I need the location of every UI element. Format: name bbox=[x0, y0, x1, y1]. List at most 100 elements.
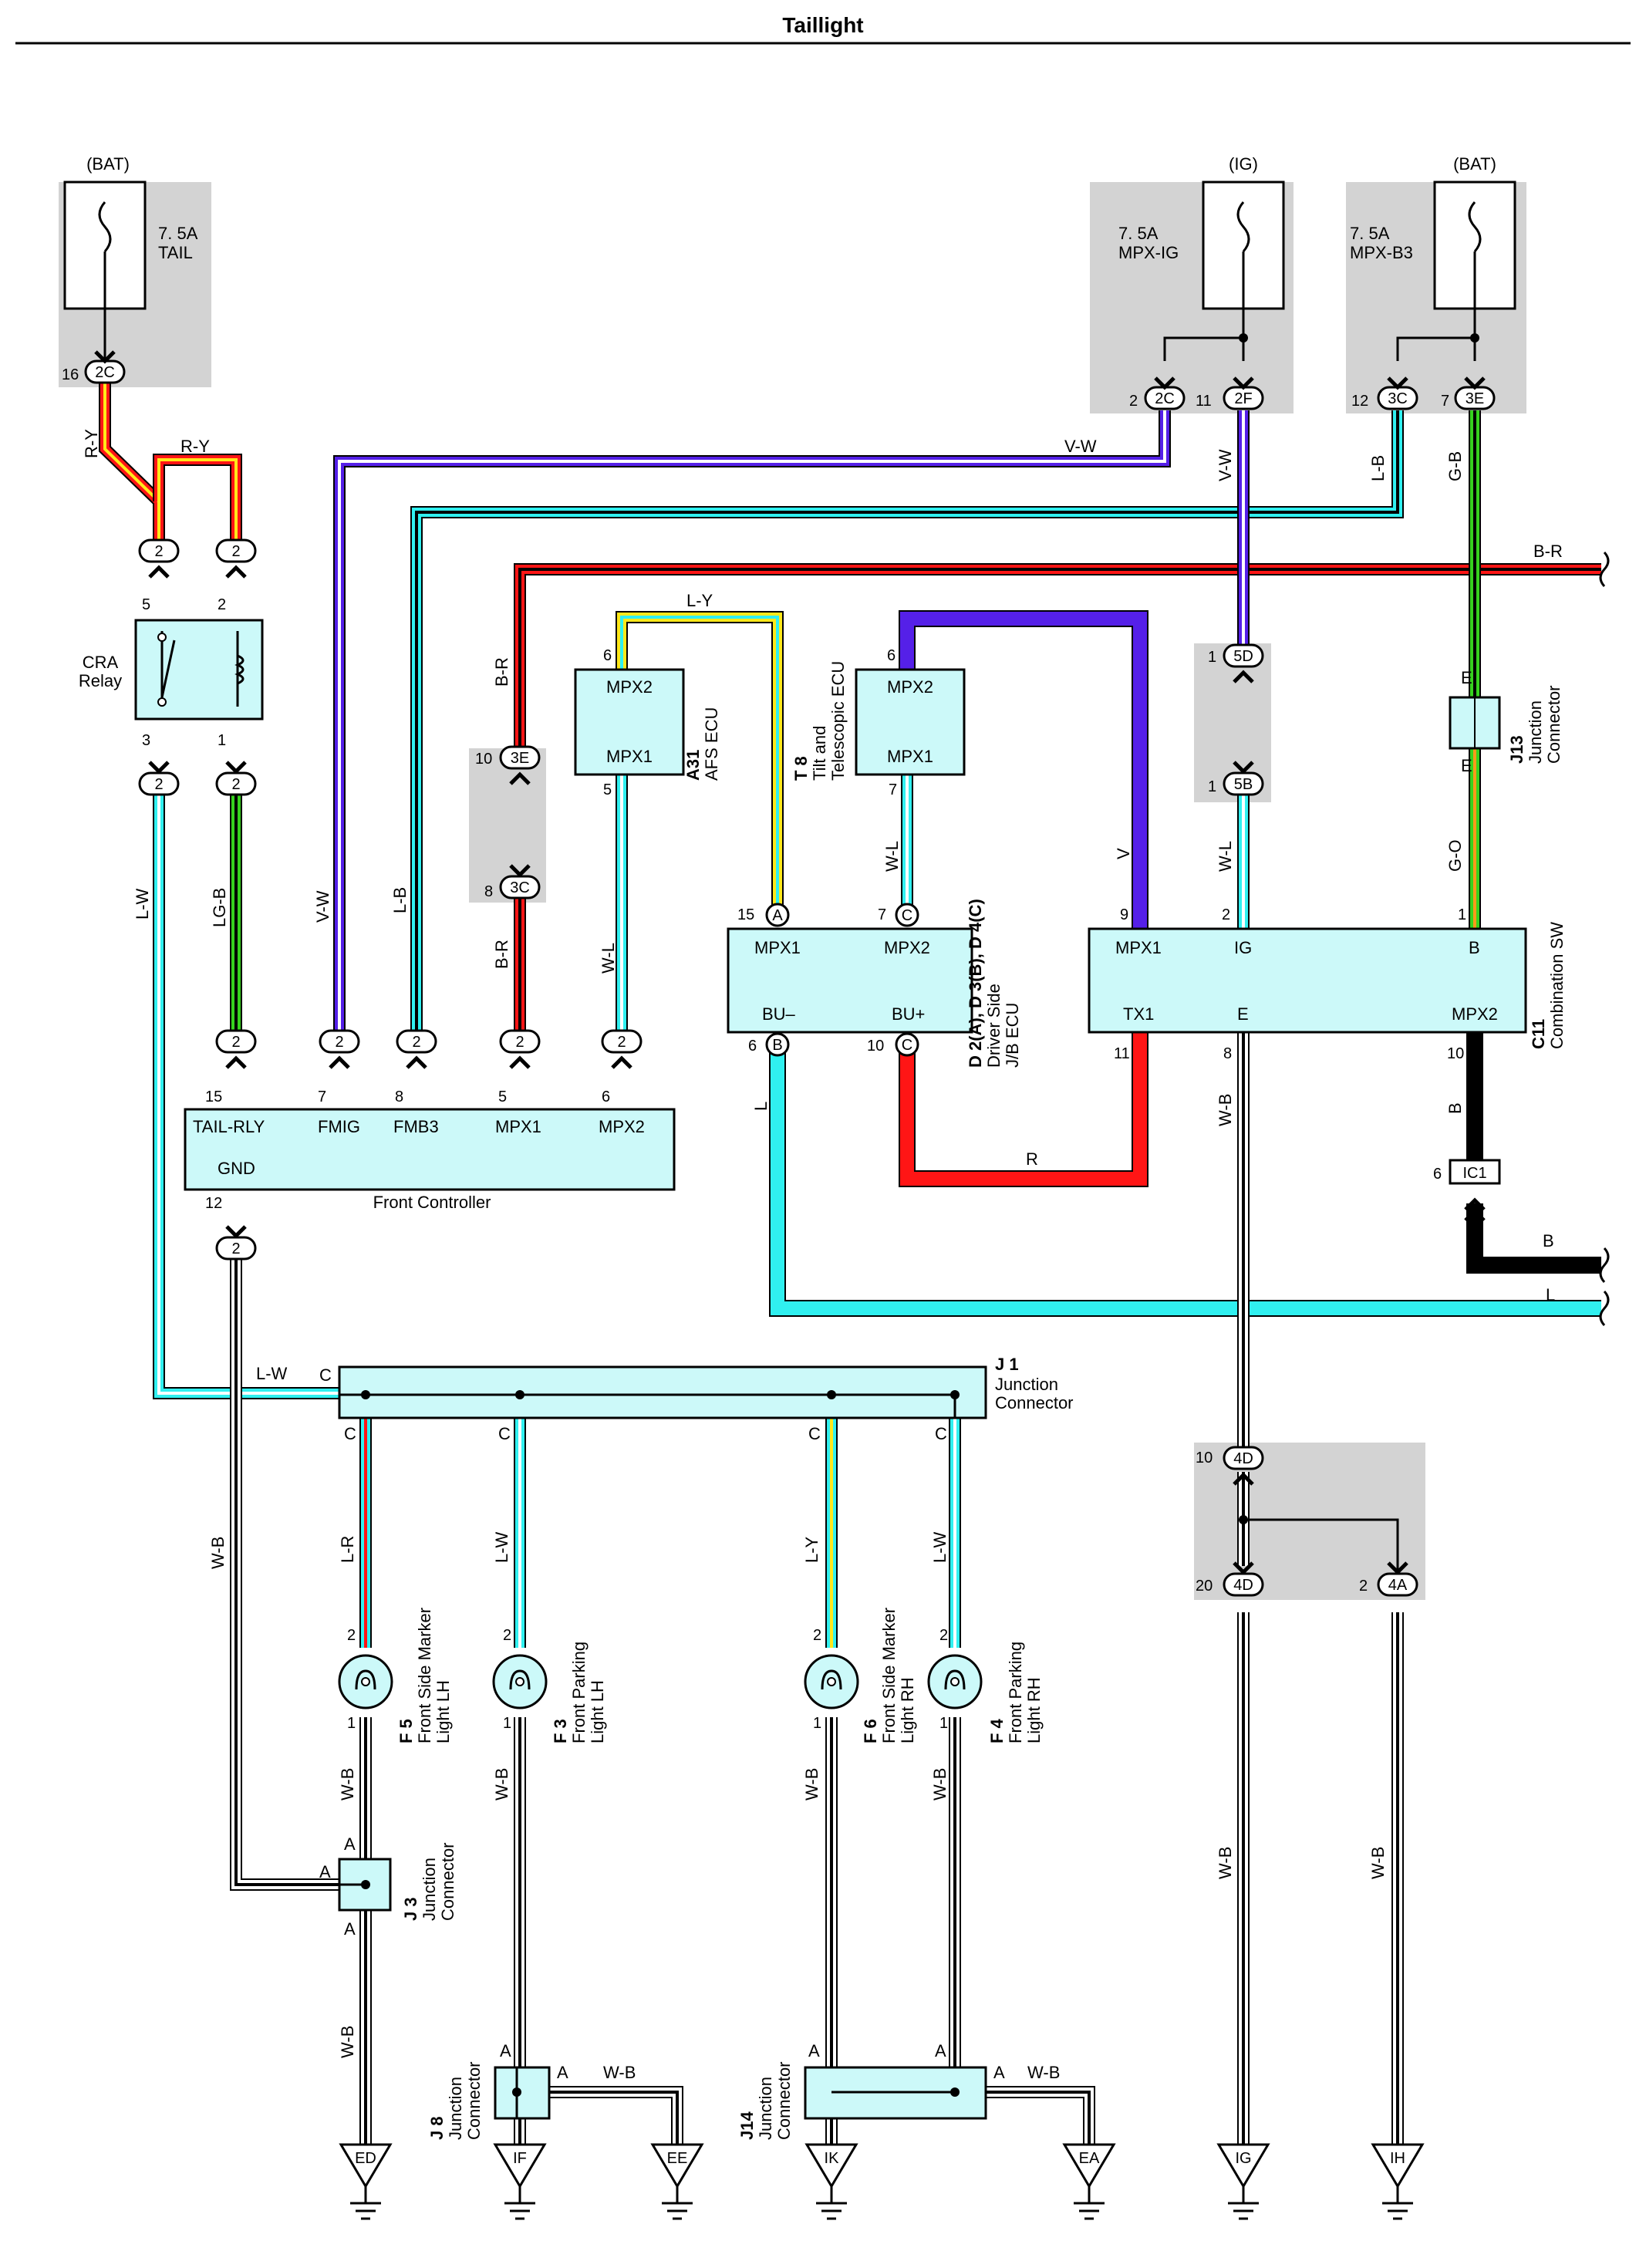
pin-number: 1 bbox=[1458, 906, 1466, 923]
connector-2-pill: 2 bbox=[215, 771, 257, 796]
fuse-tail: 7. 5A TAIL (BAT) bbox=[63, 154, 198, 310]
junction-dot bbox=[361, 1880, 370, 1889]
pin-number: 16 bbox=[62, 366, 79, 383]
arrow-up-icon bbox=[225, 565, 247, 579]
j3-pin-a-bot: A bbox=[344, 1919, 356, 1939]
wire-label-lb: L-B bbox=[390, 887, 410, 913]
wire-label-lw: L-W bbox=[256, 1364, 288, 1383]
connector-label: 5B bbox=[1234, 776, 1253, 793]
pin-number: 2 bbox=[939, 1627, 948, 1644]
connector-label: 2 bbox=[231, 543, 240, 560]
connector-2C-pill: 2C bbox=[1144, 386, 1186, 410]
pin-number: 1 bbox=[939, 1715, 948, 1732]
tilt-ecu-mpx2: MPX2 bbox=[887, 677, 933, 697]
wire-label-l: L bbox=[751, 1102, 771, 1111]
pin-number: 5 bbox=[142, 596, 150, 613]
f4-name1: Front Parking bbox=[1006, 1642, 1025, 1743]
j8-name2: Connector bbox=[464, 2061, 484, 2140]
pin-number: 7 bbox=[889, 781, 897, 798]
cra-relay: CRA Relay bbox=[79, 619, 264, 721]
arrow-up-icon bbox=[1464, 1197, 1486, 1211]
connector-3C-pill: 3C bbox=[1377, 386, 1418, 410]
j3-code: J 3 bbox=[401, 1897, 420, 1921]
j13-name1: Junction bbox=[1526, 700, 1545, 764]
jb-ecu-mpx2: MPX2 bbox=[884, 938, 930, 957]
lamp-f4-icon bbox=[927, 1654, 983, 1709]
wire-labels: R-Y R-Y V-W V-W L-B G-B B-R B-R B-R L-Y … bbox=[82, 429, 1563, 2082]
wire-label-vw: V-W bbox=[1216, 449, 1235, 481]
jb-ecu-mpx1: MPX1 bbox=[754, 938, 801, 957]
connector-label: 2 bbox=[335, 1034, 343, 1051]
pin-number: 1 bbox=[347, 1715, 356, 1732]
afs-ecu-mpx2: MPX2 bbox=[606, 677, 653, 697]
connector-label: 4A bbox=[1388, 1577, 1408, 1594]
j8-name1: Junction bbox=[446, 2077, 465, 2140]
pin-number: 2 bbox=[1222, 906, 1230, 923]
ground-EE-icon: EE bbox=[650, 2143, 704, 2220]
arrow-down-icon bbox=[1233, 376, 1254, 390]
connector-label: IC1 bbox=[1462, 1165, 1486, 1182]
connector-label: 2 bbox=[154, 776, 163, 793]
j1-pin-c3: C bbox=[808, 1424, 821, 1443]
ground-label: EA bbox=[1079, 2150, 1100, 2167]
fuse-tail-name: TAIL bbox=[158, 243, 193, 262]
pin-number: 2 bbox=[218, 596, 226, 613]
wire-label-ry: R-Y bbox=[82, 429, 101, 458]
wire-w-b bbox=[549, 2086, 683, 2145]
arrow-up-icon bbox=[225, 1055, 247, 1069]
fc-fmig: FMIG bbox=[318, 1117, 360, 1136]
pin-number: 5 bbox=[498, 1088, 507, 1105]
combo-sw-mpx2: MPX2 bbox=[1452, 1004, 1498, 1024]
wire-break-icon bbox=[1599, 1290, 1610, 1327]
connector-2-pill: 2 bbox=[601, 1029, 643, 1054]
connector-label: 3C bbox=[1388, 390, 1408, 407]
junction-dot bbox=[827, 1390, 836, 1399]
junction-dot bbox=[950, 1390, 960, 1399]
wire-label-lb: L-B bbox=[1368, 455, 1388, 481]
j3-pin-a-left: A bbox=[319, 1862, 331, 1882]
f4-code: F 4 bbox=[987, 1718, 1007, 1743]
wire-label-b: B bbox=[1543, 1231, 1554, 1250]
connector-2-pill: 2 bbox=[396, 1029, 437, 1054]
f5-code: F 5 bbox=[396, 1719, 416, 1743]
connector-2C-pill: 2C bbox=[84, 359, 126, 384]
wire-v bbox=[899, 610, 1148, 929]
j8-connector: A A J 8 Junction Connector bbox=[427, 2041, 568, 2140]
connector-label: 3C bbox=[510, 879, 530, 896]
combo-sw-code: C11 bbox=[1529, 1019, 1548, 1049]
junction-dots-group bbox=[361, 551, 1610, 2097]
fuse-mpx-b3: 7. 5A MPX-B3 (BAT) bbox=[1350, 154, 1516, 310]
fc-gnd: GND bbox=[218, 1159, 255, 1178]
j14-pin-a1: A bbox=[808, 2041, 820, 2060]
tilt-ecu-name2: Telescopic ECU bbox=[828, 661, 848, 781]
j14-name1: Junction bbox=[756, 2077, 775, 2140]
arrow-down-icon bbox=[225, 1225, 247, 1239]
wire-label-lw: L-W bbox=[492, 1531, 511, 1563]
pin-number: 10 bbox=[1196, 1450, 1213, 1466]
j1-pin-c-left: C bbox=[319, 1365, 332, 1385]
wire-label-wb: W-B bbox=[1368, 1847, 1388, 1879]
pin-number: 6 bbox=[603, 647, 612, 664]
wire-label-ly: L-Y bbox=[802, 1536, 821, 1563]
tilt-ecu: MPX2 MPX1 T 8 Tilt and Telescopic ECU bbox=[791, 661, 966, 781]
wire-r-y bbox=[153, 454, 242, 551]
pin-number: 11 bbox=[1114, 1045, 1130, 1062]
wire-label-b: B bbox=[1445, 1102, 1465, 1114]
wire-label-r: R bbox=[1026, 1149, 1038, 1169]
junction-dot bbox=[1470, 333, 1479, 343]
pin-number: 2 bbox=[503, 1627, 511, 1644]
jb-ecu-name1: Driver Side bbox=[984, 984, 1003, 1068]
pin-number: 8 bbox=[395, 1088, 403, 1105]
pin-number: 12 bbox=[1351, 393, 1368, 410]
wire-label-lw: L-W bbox=[133, 888, 152, 920]
j14-pin-a-right: A bbox=[993, 2063, 1005, 2082]
wire-label-wb: W-B bbox=[338, 2026, 357, 2058]
ground-EA-icon: EA bbox=[1062, 2143, 1116, 2220]
pin-number: 1 bbox=[503, 1715, 511, 1732]
fuse-mpx-b3-rating: 7. 5A bbox=[1350, 224, 1390, 243]
wire-label-wl: W-L bbox=[882, 841, 902, 872]
arrow-up-icon bbox=[611, 1055, 632, 1069]
arrow-down-icon bbox=[225, 761, 247, 775]
power-bat-left: (BAT) bbox=[86, 154, 130, 174]
connector-label: 2 bbox=[231, 776, 240, 793]
